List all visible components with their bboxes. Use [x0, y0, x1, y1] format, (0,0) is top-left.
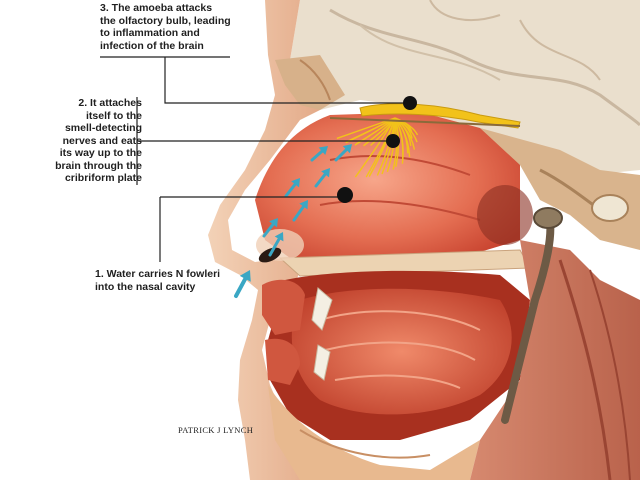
leader-line-3 [100, 56, 410, 104]
leader-line-1 [159, 196, 345, 262]
illustrator-credit: PATRICK J LYNCH [178, 425, 254, 435]
flow-arrow [262, 218, 278, 238]
head-skin [208, 0, 330, 480]
marker-step-2 [386, 134, 400, 148]
lips-teeth [262, 279, 333, 385]
callout-step-1: 1. Water carries N fowleri into the nasa… [95, 268, 221, 293]
flow-arrow [310, 146, 328, 162]
marker-step-3 [403, 96, 417, 110]
oral-cavity [268, 270, 530, 440]
marker-step-1 [337, 187, 353, 203]
flow-arrow [268, 232, 284, 257]
flow-arrow [334, 144, 352, 162]
frontal-bone [275, 55, 345, 110]
markers [337, 96, 417, 203]
neck [470, 240, 640, 480]
flow-arrow [234, 270, 251, 298]
nerve-fiber [336, 117, 396, 140]
skull-base [480, 128, 640, 250]
water-flow-arrows [234, 144, 352, 298]
flow-arrow [314, 168, 330, 188]
nerve-fiber [365, 117, 396, 178]
pharyngeal-tube [501, 207, 563, 424]
flow-arrow [284, 178, 300, 198]
leader-lines [100, 56, 410, 262]
olfactory-bulb [329, 103, 521, 129]
callout-step-2: 2. It attaches itself to the smell-detec… [55, 97, 142, 184]
jaw [268, 385, 480, 480]
leader-line-2 [136, 97, 393, 185]
flow-arrow [292, 200, 308, 222]
brain-region [290, 0, 640, 175]
callout-step-3: 3. The amoeba attacks the olfactory bulb… [100, 2, 231, 52]
